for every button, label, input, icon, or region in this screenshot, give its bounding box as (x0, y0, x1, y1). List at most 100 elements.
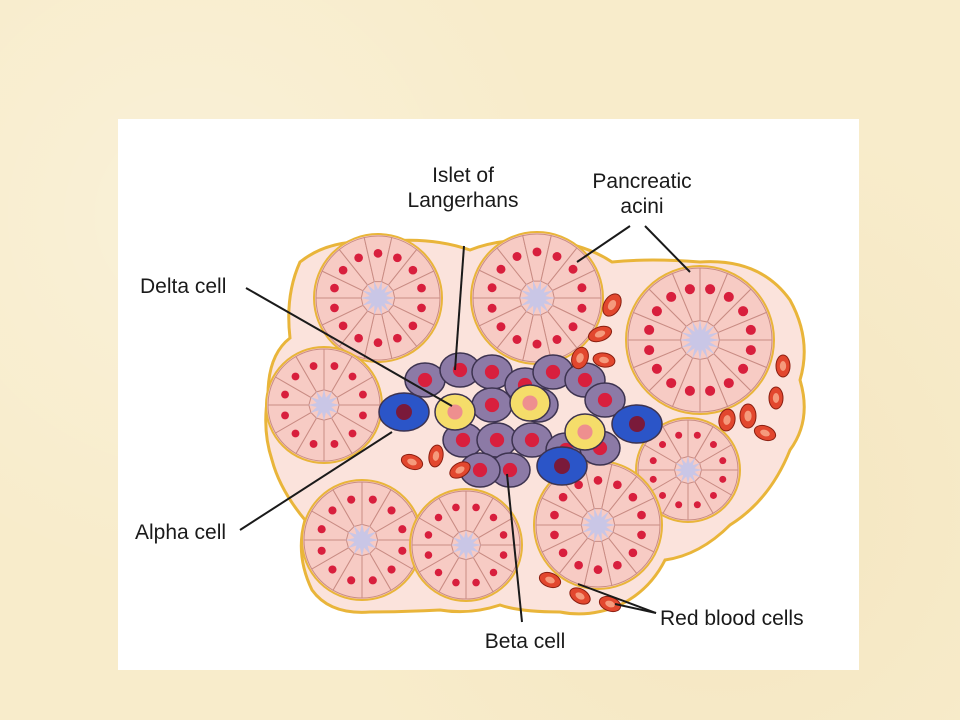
nucleus (651, 306, 662, 317)
nucleus (522, 395, 538, 411)
nucleus (417, 283, 426, 293)
nucleus (499, 531, 508, 539)
label-acini-line2: acini (620, 195, 663, 218)
nucleus (512, 252, 522, 261)
beta-cell (442, 422, 484, 458)
nucleus (649, 475, 657, 483)
red-blood-cell (602, 293, 622, 317)
nucleus (408, 265, 418, 275)
nucleus (354, 333, 363, 343)
nucleus (347, 576, 356, 585)
nucleus (328, 565, 337, 574)
label-islet-line1: Islet of (432, 164, 494, 187)
red-blood-cell (400, 453, 424, 471)
acinar-cell (699, 444, 739, 471)
red-blood-cell (775, 354, 791, 378)
nucleus (328, 506, 337, 515)
nucleus (745, 324, 756, 335)
beta-cell (584, 382, 626, 418)
nucleus (593, 476, 603, 485)
nucleus (577, 424, 593, 440)
acinus (409, 488, 523, 602)
nucleus (637, 510, 646, 520)
nucleus (568, 322, 578, 332)
delta-cell (509, 384, 551, 422)
nucleus (434, 568, 443, 577)
nucleus (637, 530, 646, 540)
label-red-blood-cells: Red blood cells (660, 607, 804, 630)
label-delta-cell: Delta cell (140, 275, 226, 298)
nucleus (649, 457, 657, 465)
beta-cell (439, 352, 481, 388)
acinar-lumen (673, 455, 703, 485)
nucleus (597, 392, 613, 408)
nucleus (398, 546, 407, 555)
leader-rbc-2 (614, 603, 657, 614)
red-blood-cell (587, 325, 613, 343)
nucleus (417, 303, 426, 313)
nucleus (347, 495, 356, 504)
nucleus (719, 457, 727, 465)
nucleus (387, 506, 396, 515)
nucleus (452, 578, 460, 587)
red-blood-cell (768, 386, 784, 410)
nucleus (487, 303, 497, 313)
red-blood-cells-group (400, 293, 791, 613)
nucleus (524, 432, 540, 448)
nucleus (659, 491, 667, 499)
nucleus (644, 324, 655, 335)
nucleus (330, 283, 339, 293)
alpha-cell (378, 392, 430, 432)
nucleus (472, 578, 480, 587)
nucleus (472, 503, 480, 512)
nucleus (719, 475, 727, 483)
acinar-lumen (580, 507, 616, 543)
nucleus (577, 372, 593, 388)
nucleus (532, 247, 542, 257)
acinar-lumen (308, 389, 340, 421)
nucleus (368, 495, 377, 504)
nucleus (512, 335, 522, 344)
beta-cell (404, 362, 446, 398)
acinar-lumen (518, 280, 556, 316)
acinar-lumen (360, 280, 396, 316)
label-islet-line2: Langerhans (408, 189, 519, 212)
nucleus (545, 364, 561, 380)
nucleus (281, 390, 289, 399)
red-blood-cell (538, 571, 562, 589)
nucleus (502, 462, 518, 478)
nucleus (417, 372, 433, 388)
nucleus (317, 546, 326, 555)
nucleus (338, 265, 348, 275)
nucleus (424, 531, 433, 539)
nucleus (291, 372, 300, 381)
nucleus (373, 338, 383, 347)
alpha-cell (611, 404, 663, 444)
leader-acini-2 (644, 225, 691, 273)
nucleus (651, 363, 662, 374)
nucleus (309, 440, 318, 448)
nucleus (550, 530, 559, 540)
acinar-lumen (450, 529, 482, 561)
nucleus (745, 345, 756, 356)
red-blood-cell (592, 352, 616, 368)
nucleus (452, 362, 468, 378)
islet-of-langerhans (378, 352, 663, 488)
delta-cell (434, 393, 476, 431)
nucleus (338, 321, 348, 331)
nucleus (675, 501, 683, 509)
nucleus (558, 492, 568, 502)
nucleus (568, 264, 578, 274)
nucleus (554, 458, 570, 474)
nucleus (574, 480, 583, 490)
nucleus (552, 335, 562, 344)
red-blood-cell (718, 408, 736, 432)
acinar-cell (478, 517, 521, 546)
nucleus (291, 429, 300, 438)
red-blood-cell (449, 461, 471, 479)
acinar-cell (551, 269, 602, 299)
nucleus (738, 363, 749, 374)
alpha-cell (536, 446, 588, 486)
acinar-cell (612, 497, 661, 526)
